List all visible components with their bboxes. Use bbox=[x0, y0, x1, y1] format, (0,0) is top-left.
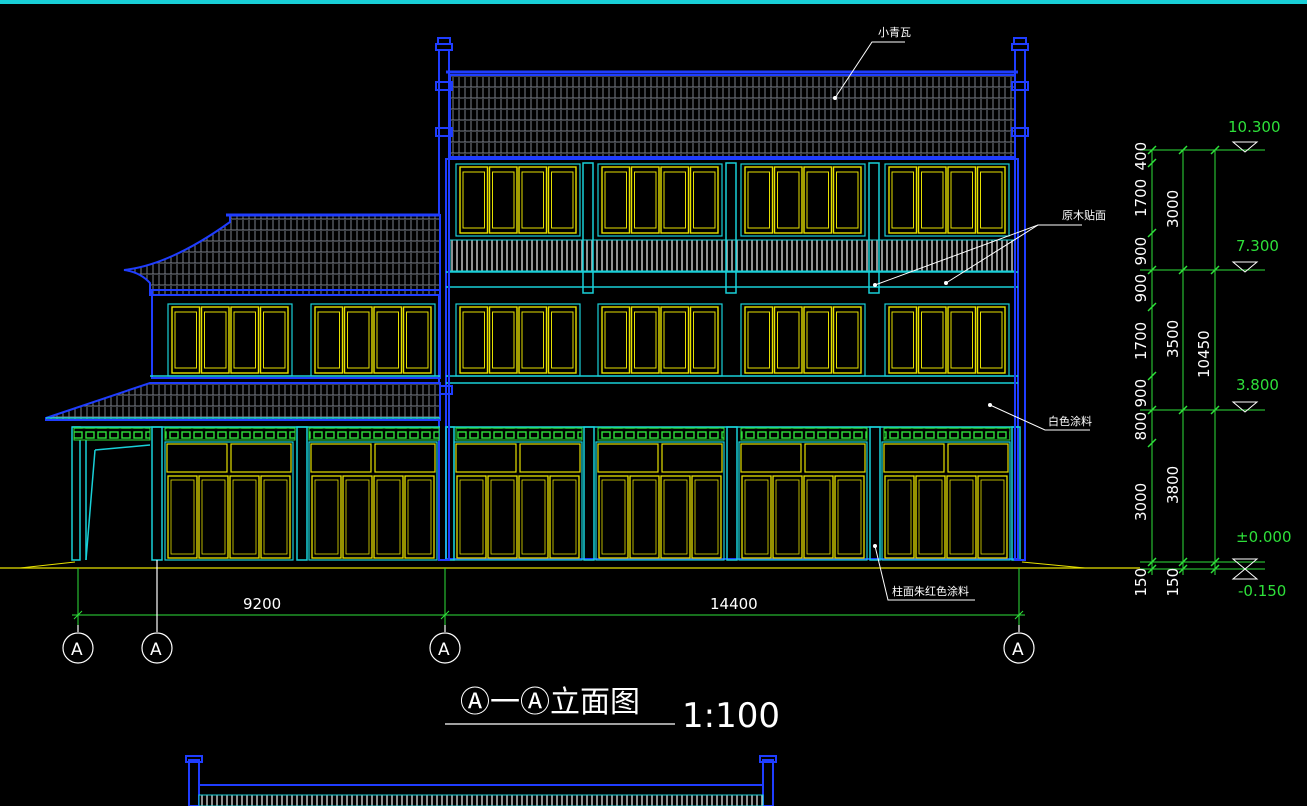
fine-dim-label: 900 bbox=[1132, 274, 1150, 303]
window-set bbox=[884, 303, 1010, 377]
annotation-roof-tile: 小青瓦 bbox=[878, 26, 911, 39]
grid-label: A bbox=[1012, 640, 1024, 660]
window-set bbox=[455, 303, 581, 377]
door-set bbox=[164, 441, 294, 561]
door-set bbox=[595, 441, 725, 561]
side-lower-roof bbox=[45, 382, 441, 421]
main-block bbox=[435, 37, 1029, 561]
dim-14400: 14400 bbox=[710, 595, 758, 613]
dim-total: 10450 bbox=[1195, 330, 1213, 378]
third-floor-balustrade bbox=[449, 239, 1016, 272]
level-label: -0.150 bbox=[1238, 582, 1286, 600]
lattice-frieze bbox=[455, 427, 583, 441]
fine-dim-label: 800 bbox=[1132, 412, 1150, 441]
level-label: ±0.000 bbox=[1236, 528, 1292, 546]
floor-dim-label: 3000 bbox=[1164, 190, 1182, 228]
drawing-title: Ⓐ一Ⓐ立面图 bbox=[460, 685, 640, 720]
fine-dim-label: 3000 bbox=[1132, 483, 1150, 521]
lattice-frieze bbox=[164, 427, 296, 441]
door-set bbox=[881, 441, 1011, 561]
fine-dim-label: 900 bbox=[1132, 379, 1150, 408]
door-set bbox=[738, 441, 868, 561]
floor-dim-label: 150 bbox=[1164, 568, 1182, 597]
door-set bbox=[453, 441, 583, 561]
main-roof bbox=[449, 74, 1016, 158]
ground-slope-left bbox=[19, 561, 76, 569]
window-set bbox=[740, 303, 866, 377]
fine-dim-label: 1700 bbox=[1132, 179, 1150, 217]
floor-dim-label: 3800 bbox=[1164, 466, 1182, 504]
window-set bbox=[310, 303, 436, 377]
side-block bbox=[45, 213, 441, 561]
fine-dim-label: 1700 bbox=[1132, 322, 1150, 360]
dim-9200: 9200 bbox=[243, 595, 281, 613]
grid-label: A bbox=[71, 640, 83, 660]
window-set bbox=[597, 163, 723, 237]
top-border bbox=[0, 0, 1307, 4]
window-set bbox=[597, 303, 723, 377]
drawing-scale: 1:100 bbox=[682, 696, 780, 736]
grid-label: A bbox=[150, 640, 162, 660]
window-set bbox=[884, 163, 1010, 237]
ground-columns bbox=[445, 426, 1021, 561]
level-label: 7.300 bbox=[1236, 237, 1279, 255]
window-set bbox=[455, 163, 581, 237]
grid-label: A bbox=[438, 640, 450, 660]
lattice-frieze bbox=[308, 427, 440, 441]
annotation-column-paint: 柱面朱红色涂料 bbox=[892, 584, 969, 598]
lattice-frieze bbox=[73, 427, 151, 441]
annotation-white-paint: 白色涂料 bbox=[1048, 414, 1092, 428]
level-label: 3.800 bbox=[1236, 376, 1279, 394]
annotation-wood-veneer: 原木贴面 bbox=[1062, 208, 1106, 222]
lattice-frieze bbox=[597, 427, 725, 441]
fine-dim-label: 400 bbox=[1132, 142, 1150, 171]
partial-elevation-below bbox=[185, 755, 777, 806]
main-facade bbox=[445, 158, 1019, 560]
side-upper-roof bbox=[123, 214, 441, 296]
ground-slope-right bbox=[1021, 561, 1086, 569]
lattice-frieze bbox=[883, 427, 1011, 441]
lattice-frieze bbox=[740, 427, 868, 441]
fine-dim-label: 150 bbox=[1132, 568, 1150, 597]
window-set bbox=[740, 163, 866, 237]
fine-dim-label: 900 bbox=[1132, 237, 1150, 266]
floor-dim-label: 3500 bbox=[1164, 320, 1182, 358]
level-label: 10.300 bbox=[1228, 118, 1281, 136]
window-set bbox=[167, 303, 293, 377]
door-set bbox=[308, 441, 438, 561]
